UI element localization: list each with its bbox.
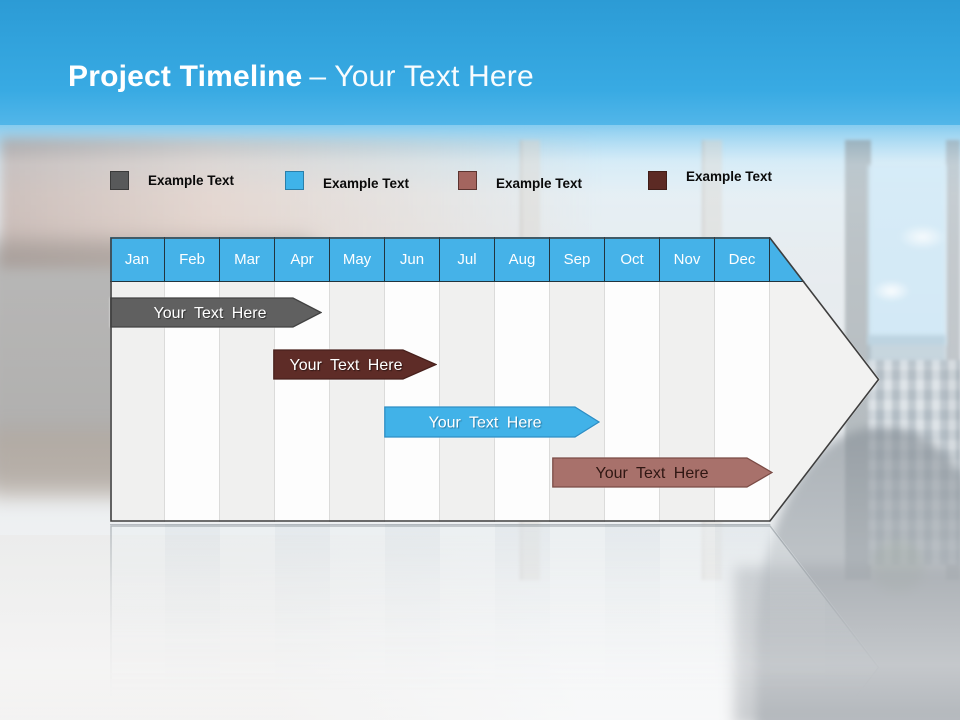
legend-label: Example Text	[323, 175, 410, 191]
month-column	[495, 282, 550, 522]
month-cell: Nov	[660, 237, 715, 282]
background-building	[868, 360, 960, 565]
month-cell: Apr	[275, 237, 330, 282]
task-bar-label: Your Text Here	[154, 305, 267, 322]
month-cell: May	[330, 237, 385, 282]
legend-swatch-mauve	[458, 170, 477, 190]
month-cell: Dec	[715, 237, 770, 282]
arrowhead-interior	[770, 282, 880, 522]
month-cell: Feb	[165, 237, 220, 282]
legend-item: Example Text	[648, 168, 773, 190]
chart-reflection-outline	[110, 525, 880, 720]
task-bar-2: Your Text Here	[273, 349, 437, 380]
chart-reflection	[110, 524, 880, 720]
gantt-chart: Jan Feb Mar Apr May Jun Jul Aug Sep Oct …	[110, 237, 880, 522]
month-column	[440, 282, 495, 522]
page-title: Project Timeline– Your Text Here	[68, 60, 534, 94]
task-bar-label: Your Text Here	[290, 357, 403, 374]
legend-item: Example Text	[458, 170, 583, 191]
month-cell: Sep	[550, 237, 605, 282]
task-bar-3: Your Text Here	[384, 406, 600, 438]
month-cell: Jul	[440, 237, 495, 282]
legend-item: Example Text	[285, 170, 410, 191]
page-title-main: Project Timeline	[68, 60, 303, 93]
month-header-row: Jan Feb Mar Apr May Jun Jul Aug Sep Oct …	[110, 237, 880, 282]
task-bar-label: Your Text Here	[429, 415, 542, 432]
task-bar-label: Your Text Here	[596, 465, 709, 482]
month-cell: Aug	[495, 237, 550, 282]
month-column	[330, 282, 385, 522]
page-title-subtitle: – Your Text Here	[309, 60, 534, 93]
legend-label: Example Text	[148, 172, 235, 188]
legend-swatch-gray	[110, 170, 129, 190]
month-column	[385, 282, 440, 522]
month-cell: Jan	[110, 237, 165, 282]
month-cell: Jun	[385, 237, 440, 282]
legend-swatch-dark-brown	[648, 170, 667, 190]
task-bar-4: Your Text Here	[552, 457, 773, 488]
background-window-post	[946, 140, 960, 580]
background-greenery	[872, 540, 924, 594]
task-bar-1: Your Text Here	[110, 297, 322, 328]
legend-swatch-blue	[285, 170, 304, 190]
legend-item: Example Text	[110, 170, 235, 190]
legend-label: Example Text	[496, 175, 583, 191]
month-cell: Oct	[605, 237, 660, 282]
legend-label: Example Text	[686, 168, 773, 184]
month-cell: Mar	[220, 237, 275, 282]
